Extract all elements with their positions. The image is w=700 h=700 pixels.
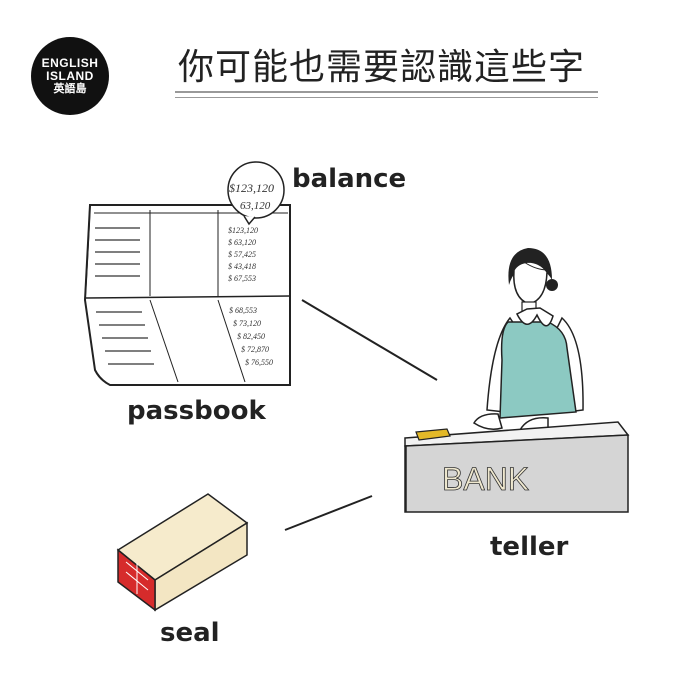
- connector-seal: [284, 495, 373, 531]
- title-underline-thin: [175, 97, 598, 98]
- passbook-amount: $ 63,120: [228, 238, 256, 247]
- passbook-amount: $ 73,120: [233, 319, 261, 328]
- logo-line-3: 英語島: [53, 82, 87, 96]
- passbook-amount: $ 76,550: [245, 358, 273, 367]
- english-island-logo: ENGLISH ISLAND 英語島: [31, 37, 109, 115]
- label-passbook: passbook: [127, 396, 266, 426]
- connector-passbook: [301, 299, 438, 381]
- title-underline: [175, 91, 598, 93]
- passbook-amount: $ 72,870: [241, 345, 269, 354]
- page-title: 你可能也需要認識這些字: [178, 47, 586, 88]
- logo-line-1: ENGLISH: [41, 56, 99, 71]
- passbook-amount: $ 68,553: [229, 306, 257, 315]
- magnifier-amount: 63,120: [240, 200, 271, 212]
- magnifier-amount: $123,120: [229, 181, 274, 195]
- counter-sign: BANK: [442, 461, 529, 497]
- teller-illustration: [472, 248, 584, 436]
- label-balance: balance: [292, 164, 407, 194]
- passbook-amount: $ 43,418: [228, 262, 256, 271]
- seal-illustration: [116, 493, 249, 700]
- label-seal: seal: [160, 618, 220, 648]
- bank-counter: BANK: [404, 421, 630, 513]
- passbook-illustration: $123,120 $ 63,120 $ 57,425 $ 43,418 $ 67…: [83, 204, 291, 386]
- balance-magnifier: $123,120 63,120: [227, 161, 285, 226]
- passbook-amount: $ 82,450: [237, 332, 265, 341]
- passbook-amount: $ 67,553: [228, 274, 256, 283]
- label-teller: teller: [490, 532, 569, 562]
- logo-line-2: ISLAND: [46, 68, 94, 83]
- passbook-amount: $123,120: [228, 226, 258, 235]
- passbook-amount: $ 57,425: [228, 250, 256, 259]
